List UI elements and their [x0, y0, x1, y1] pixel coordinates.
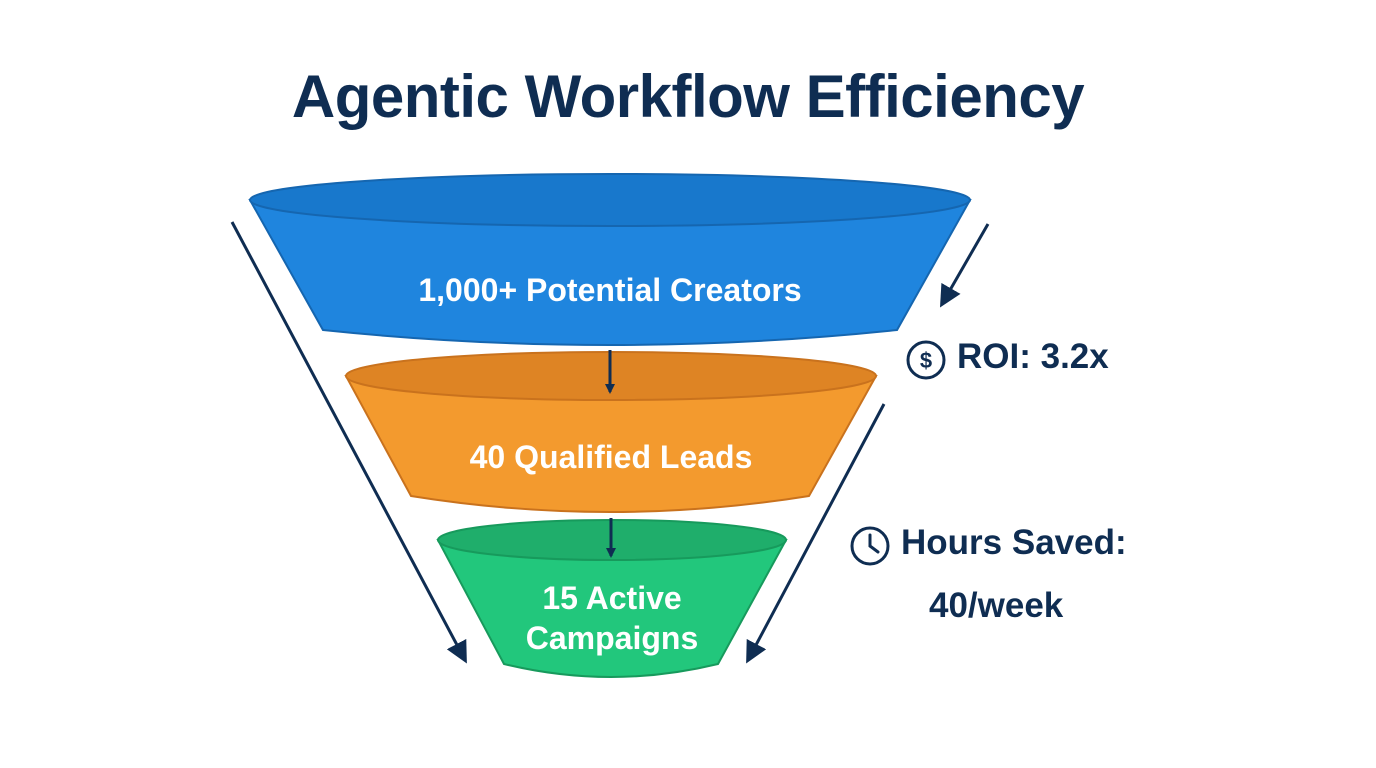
hours-saved-value: 40/week: [929, 586, 1064, 625]
roi-text: ROI: 3.2x: [957, 337, 1109, 376]
stage-3-label: 15 Active Campaigns: [525, 580, 699, 656]
left-flow-arrow: [230, 221, 467, 664]
funnel-stage-3-body: [436, 539, 788, 678]
funnel-stage-2-body: [344, 375, 878, 513]
stage-1-label: 1,000+ Potential Creators: [418, 272, 802, 308]
hours-saved-metric: Hours Saved: 40/week: [849, 523, 1127, 626]
page-title: Agentic Workflow Efficiency: [291, 63, 1085, 130]
right-flow-arrow-bottom: [746, 403, 886, 664]
hours-saved-label: Hours Saved:: [901, 523, 1127, 562]
clock-icon: [849, 525, 891, 576]
funnel-stage-1: [248, 173, 972, 346]
funnel-stage-1-body: [248, 199, 972, 346]
stage-2-label: 40 Qualified Leads: [469, 439, 753, 475]
funnel-stage-1-rim: [249, 173, 971, 227]
funnel-stage-3: [436, 519, 788, 678]
dollar-circle-icon: $: [905, 339, 947, 390]
roi-metric: $ ROI: 3.2x: [905, 337, 1109, 390]
right-flow-arrow-top: [940, 223, 990, 308]
svg-text:$: $: [920, 348, 932, 373]
